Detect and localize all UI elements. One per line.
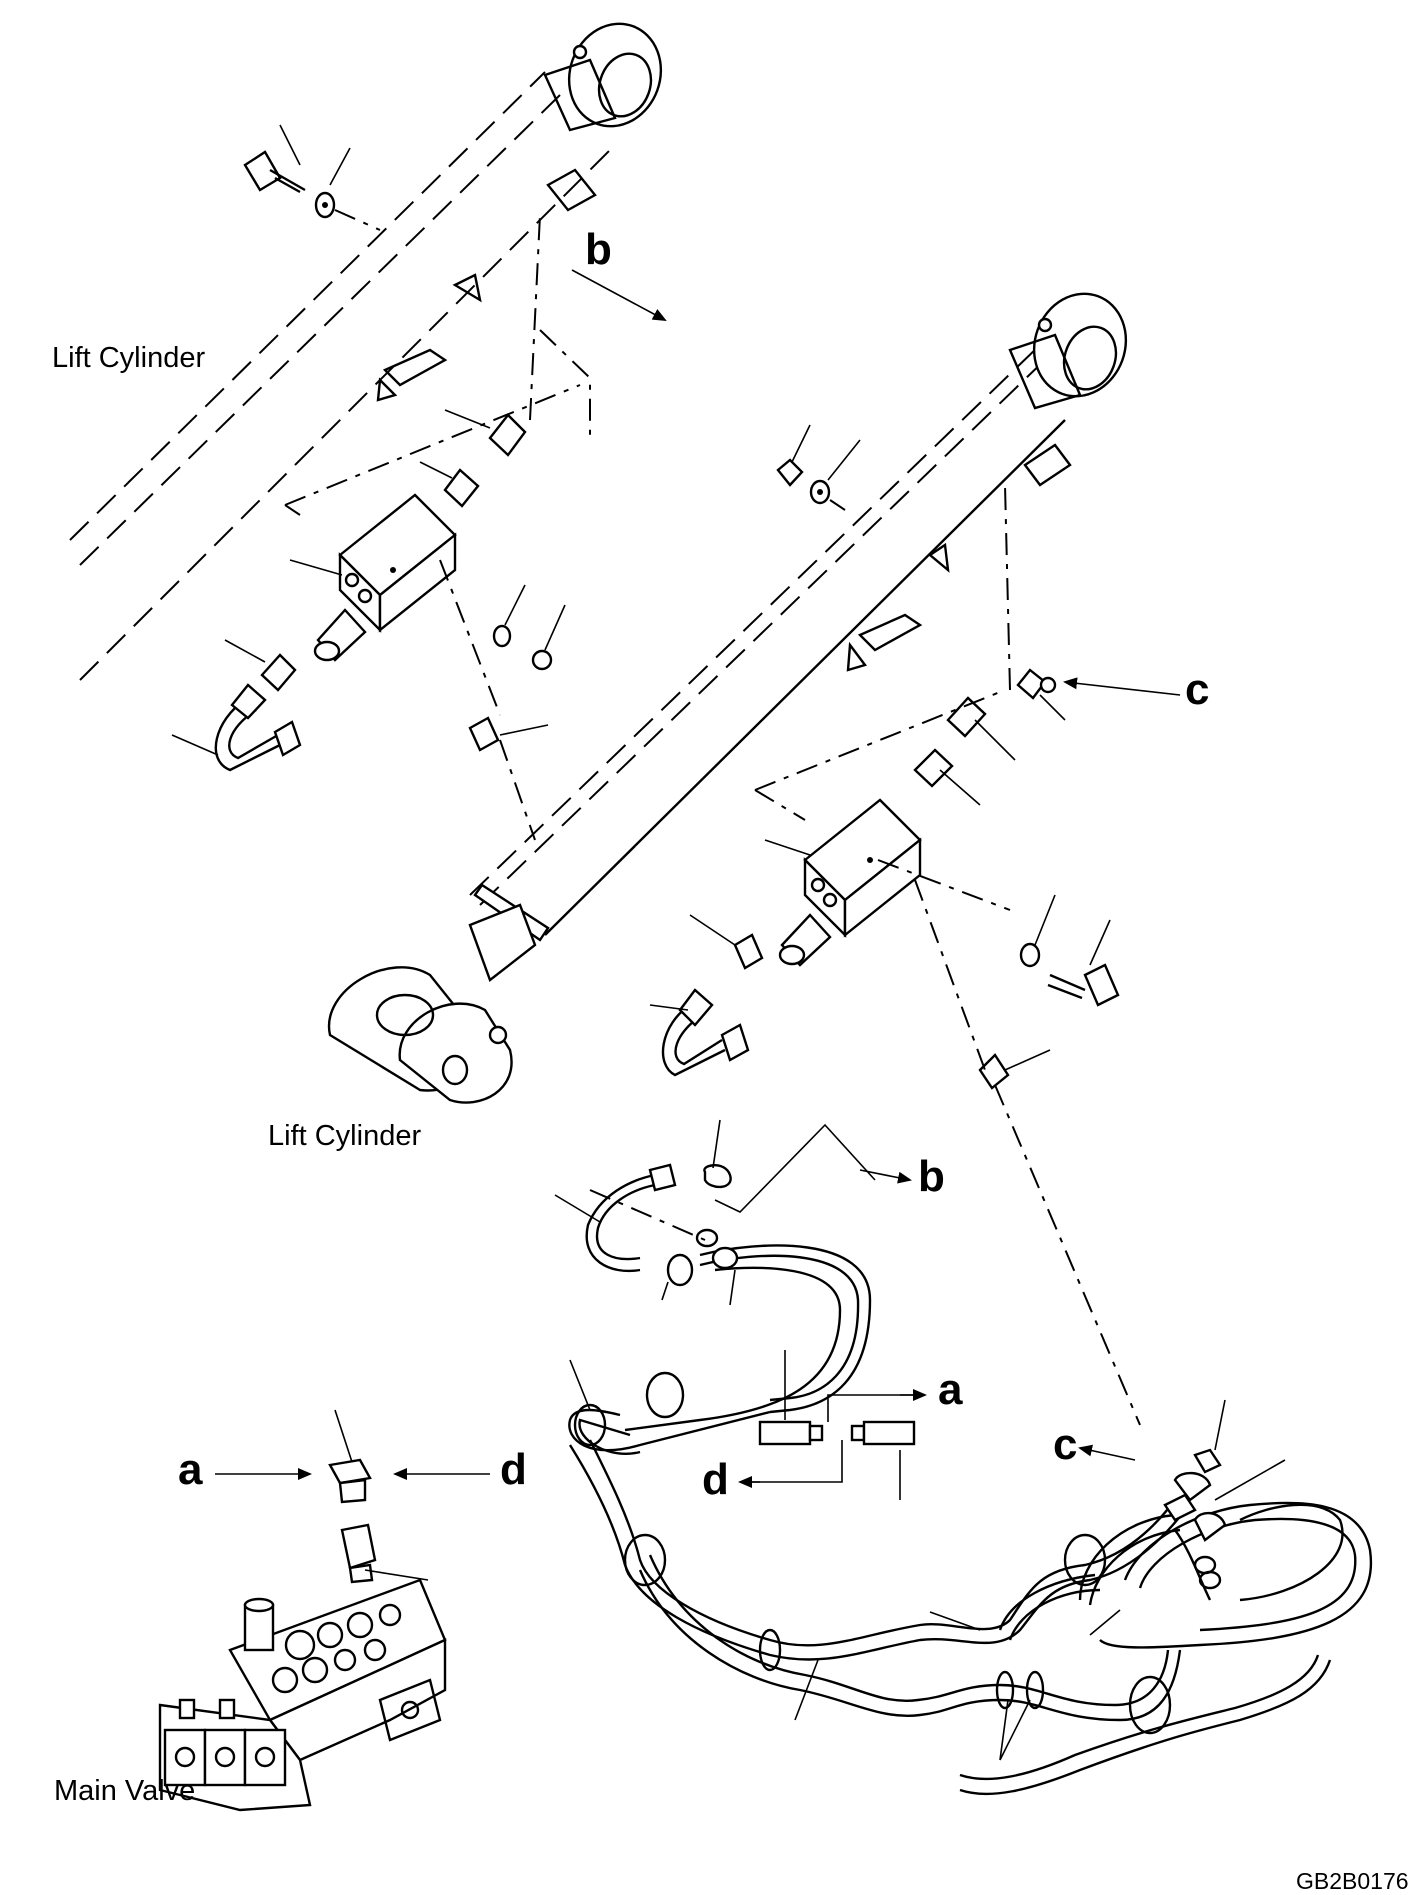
callout-d-hose: d bbox=[702, 1455, 729, 1504]
center-lift-cylinder-label: Lift Cylinder bbox=[268, 1120, 422, 1152]
center-cylinder-rod-eye bbox=[1008, 292, 1128, 410]
bolt-and-washer-right bbox=[1019, 894, 1120, 1007]
right-bent-pipe bbox=[649, 988, 750, 1077]
callout-c-lower: c bbox=[1053, 1420, 1078, 1469]
left-bent-pipe bbox=[171, 683, 302, 772]
callout-a-hose: a bbox=[938, 1365, 963, 1414]
left-cylinder-rod-eye bbox=[543, 22, 663, 132]
left-lift-cylinder bbox=[69, 22, 663, 681]
center-lift-cylinder bbox=[327, 292, 1128, 1104]
callout-a-valve: a bbox=[178, 1445, 203, 1494]
callout-c-right: c bbox=[1185, 665, 1210, 714]
callout-b-top: b bbox=[585, 225, 612, 274]
main-valve-label: Main Valve bbox=[54, 1775, 196, 1807]
left-valve-block bbox=[171, 214, 591, 841]
tee-fitting bbox=[328, 1409, 429, 1584]
right-valve-block bbox=[649, 484, 1141, 1426]
left-lift-cylinder-label: Lift Cylinder bbox=[52, 342, 206, 374]
callout-b-bottom: b bbox=[918, 1152, 945, 1201]
main-valve bbox=[158, 1578, 447, 1812]
left-block-fittings bbox=[224, 409, 566, 752]
center-cylinder-clevis bbox=[327, 903, 537, 1104]
bolt-and-washer-top bbox=[243, 124, 381, 231]
callout-d-valve: d bbox=[500, 1445, 527, 1494]
hose-assembly bbox=[554, 1119, 1373, 1796]
drawing-code: GB2B0176 bbox=[1296, 1868, 1409, 1894]
nut-and-washer-center bbox=[776, 424, 861, 511]
callout-arrows bbox=[215, 269, 1181, 1488]
